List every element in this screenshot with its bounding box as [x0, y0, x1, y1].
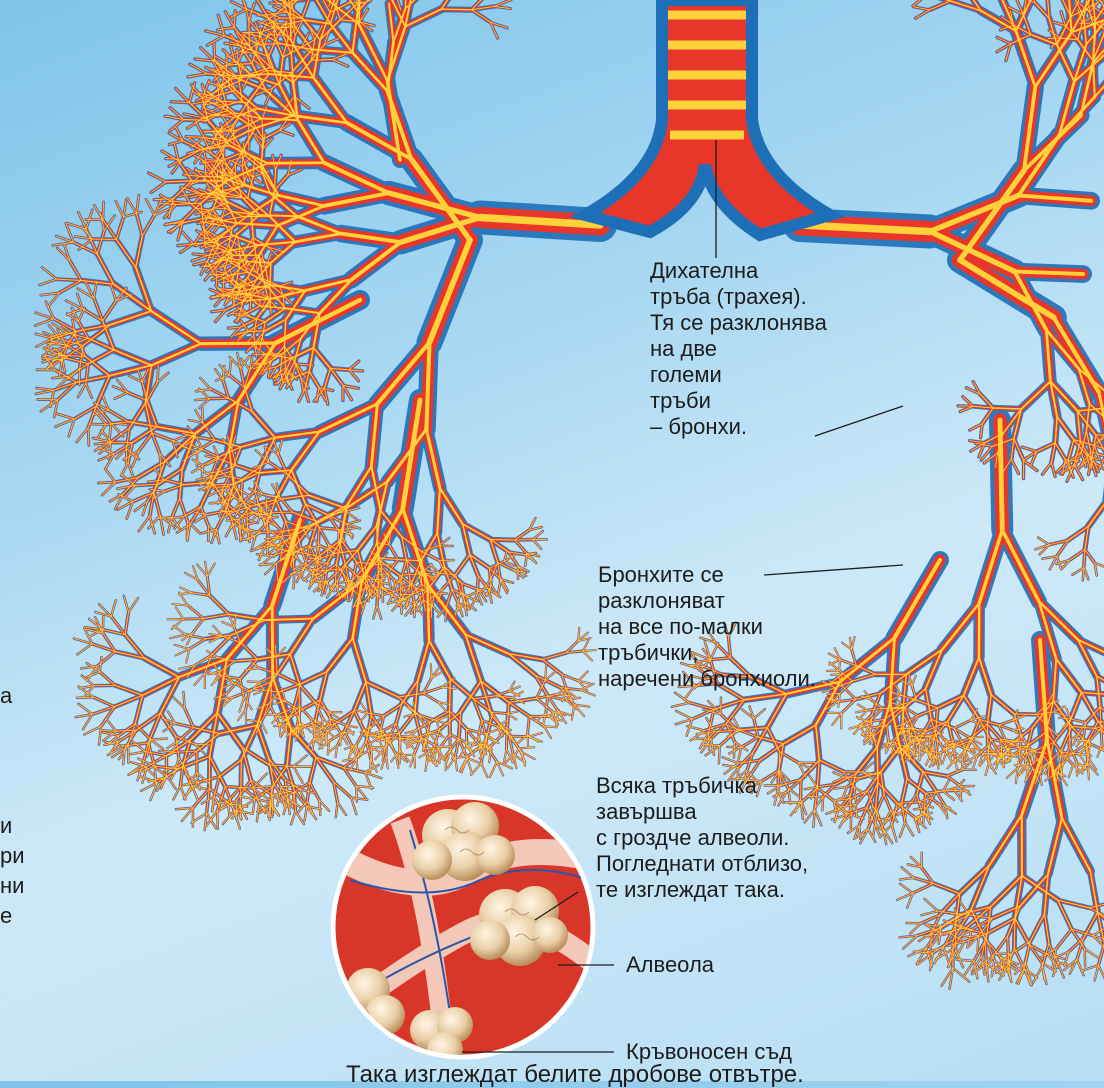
bronchial-tree: [35, 0, 1104, 989]
tree-middle-layer: [35, 0, 1104, 989]
